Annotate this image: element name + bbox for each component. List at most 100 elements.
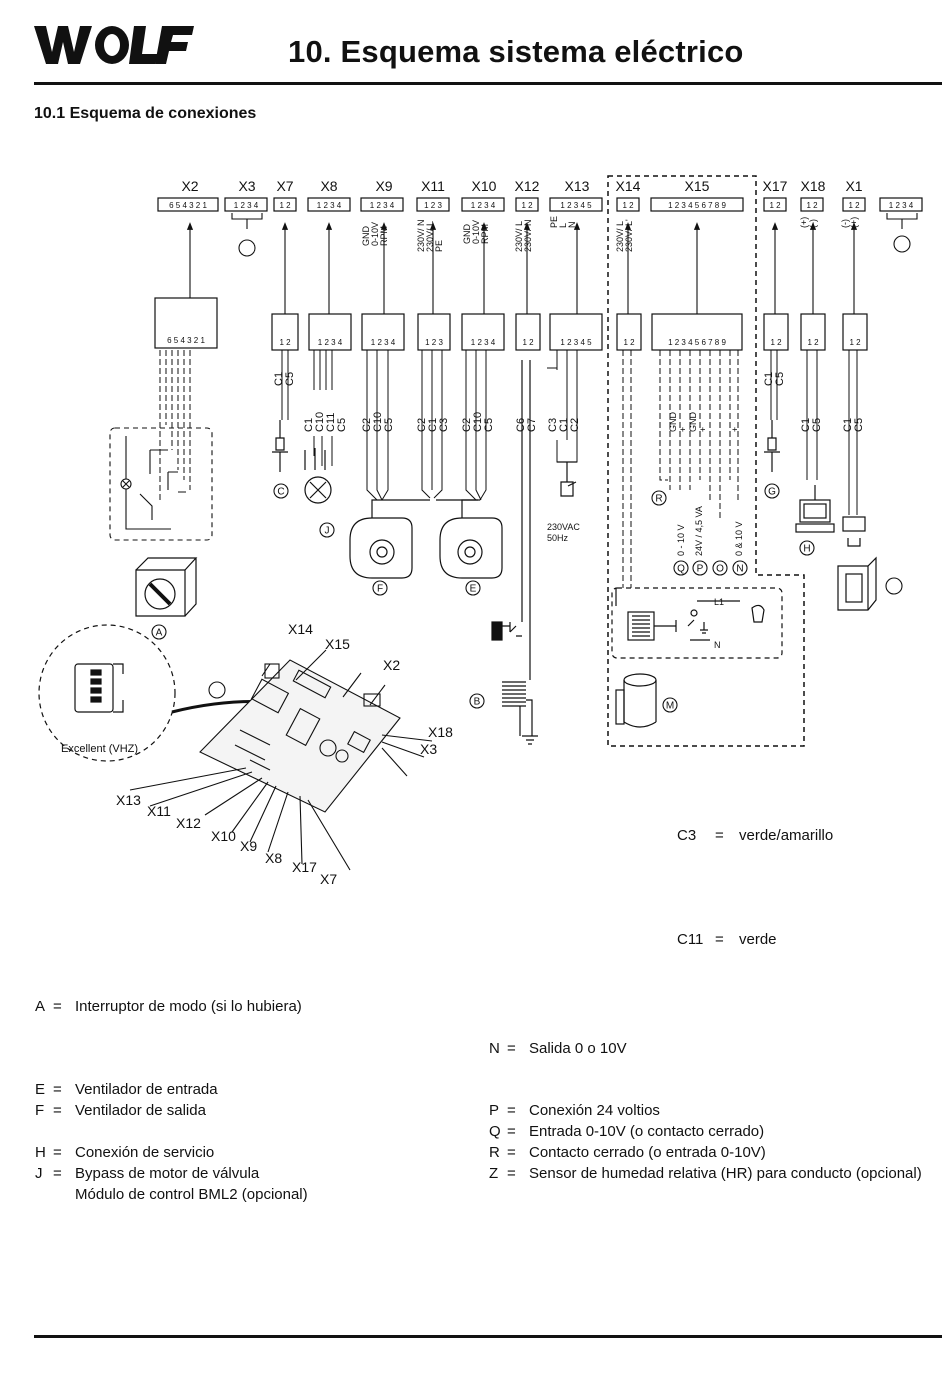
wire-x8-2: C11 (325, 413, 337, 432)
wire-bundle-11 (659, 350, 739, 520)
wire-x11-1: C1 (427, 418, 439, 432)
x15-label-0: GND (668, 412, 678, 433)
board-label-x8: X8 (265, 850, 282, 866)
plug-x14 (616, 313, 642, 351)
mains-plug (557, 461, 577, 497)
board-label-x15: X15 (325, 636, 350, 652)
connector-header-x8 (307, 197, 351, 212)
wire-x12-1: C7 (526, 418, 538, 432)
signal-x14-0: 230V/ L (615, 221, 625, 252)
signal-x13-2: N (567, 222, 577, 229)
connector-label-x8: X8 (320, 178, 337, 194)
plug-x11 (417, 313, 451, 351)
legend-right-2: P=Conexión 24 voltios Q=Entrada 0-10V (o… (489, 1100, 922, 1184)
connector-pins-x12: 1 2 (521, 201, 533, 210)
mode-switch-box (109, 427, 213, 541)
marker-q: Q (677, 564, 685, 575)
plug-x17 (763, 313, 789, 351)
signal-x9-1: 0-10V (370, 222, 380, 246)
connector-header-x18 (800, 197, 824, 212)
signal-x11-0: 230V/ N (416, 219, 426, 252)
marker-h: H (803, 544, 810, 555)
section-subtitle: 10.1 Esquema de conexiones (34, 105, 257, 122)
marker-circle-q (673, 560, 689, 576)
excellent-label: Excellent (VHZ) (61, 743, 138, 755)
board-label-x10: X10 (211, 828, 236, 844)
legend-left-3: H=Conexión de servicio J=Bypass de motor… (35, 1142, 308, 1205)
marker-circle-n (732, 560, 748, 576)
z-circle (893, 235, 911, 253)
marker-circle-g (764, 483, 780, 499)
plug-x8 (308, 313, 352, 351)
wire-bundle-3 (366, 350, 389, 501)
marker-circle-e (465, 580, 481, 596)
plug-x9 (361, 313, 405, 351)
connector-header-x11 (416, 197, 450, 212)
plug-pins-x13: 1 2 3 4 5 (560, 338, 592, 347)
marker-a: A (156, 628, 163, 639)
signal-x10-0: GND (462, 224, 472, 245)
marker-circle-o (712, 560, 728, 576)
marker-circle-j (319, 522, 335, 538)
marker-circle-r (651, 490, 667, 506)
footer-rule (34, 1335, 942, 1338)
signal-x11-2: PE (434, 240, 444, 252)
z-bracket (886, 213, 918, 229)
signal-x9-0: GND (361, 226, 371, 247)
connector-pins-x1: 1 2 (848, 201, 860, 210)
connector-label-x3: X3 (238, 178, 255, 194)
connector-pins-x7: 1 2 (279, 201, 291, 210)
option-module-outline (607, 175, 805, 747)
board-label-x9: X9 (240, 838, 257, 854)
wire-x9-2: C5 (383, 418, 395, 432)
connector-pins-x8: 1 2 3 4 (317, 201, 342, 210)
wire-x1-1: C5 (853, 418, 865, 432)
connector-pins-x14: 1 2 (622, 201, 634, 210)
connector-pins-z: 1 2 3 4 (889, 201, 914, 210)
wire-x9-1: C10 (372, 412, 384, 432)
connector-header-x12 (515, 197, 539, 212)
header-rule (34, 82, 942, 85)
plug-pins-x14: 1 2 (623, 338, 635, 347)
legend-item-h: H=Conexión de servicio (35, 1144, 215, 1161)
marker-g: G (768, 487, 776, 498)
connector-header-x9 (360, 197, 404, 212)
connector-label-x11: X11 (421, 178, 445, 194)
connector-header-x7 (273, 197, 297, 212)
signal-x10-2: RPM (480, 224, 490, 244)
legend-item-p: P=Conexión 24 voltios (489, 1102, 660, 1119)
x15-value-2: 0 & 10 V (734, 521, 744, 556)
plug-pins-x15: 1 2 3 4 5 6 7 8 9 (668, 338, 726, 347)
signal-x1-0: (-) (840, 219, 850, 228)
legend-left-2: E=Ventilador de entrada F=Ventilador de … (35, 1079, 218, 1121)
signal-x13-0: PE (549, 216, 559, 228)
connector-header-x1 (842, 197, 866, 212)
connector-label-x9: X9 (375, 178, 392, 194)
marker-o: O (716, 564, 724, 575)
marker-m: M (666, 701, 674, 712)
x15-label-4: + (730, 427, 740, 432)
wire-bundle-4 (421, 350, 443, 499)
wire-x8-1: C10 (314, 412, 326, 432)
control-board (129, 649, 433, 871)
legend-item-f: F=Ventilador de salida (35, 1102, 206, 1119)
plug-x13 (549, 313, 603, 351)
color-note-c3: C3=verde/amarillo (677, 827, 834, 844)
wire-x17-0: C1 (763, 372, 775, 386)
legend-item-e: E=Ventilador de entrada (35, 1081, 218, 1098)
legend-item-j: J=Bypass de motor de válvula (35, 1165, 260, 1182)
plug-pins-x7: 1 2 (279, 338, 291, 347)
connector-pins-x2: 6 5 4 3 2 1 (169, 201, 207, 210)
fans (349, 499, 503, 579)
temp-sensor-c (272, 420, 780, 472)
wire-bundle-6 (547, 350, 578, 463)
connector-pins-x11: 1 2 3 (424, 201, 442, 210)
connector-pins-x10: 1 2 3 4 (471, 201, 496, 210)
service-pc (795, 485, 835, 533)
connector-pins-x15: 1 2 3 4 5 6 7 8 9 (668, 201, 726, 210)
connector-label-x1: X1 (845, 178, 862, 194)
plug-pins-x17: 1 2 (770, 338, 782, 347)
legend-item-r: R=Contacto cerrado (o entrada 0-10V) (489, 1144, 766, 1161)
plug-pins-x9: 1 2 3 4 (371, 338, 396, 347)
x3-circle (238, 239, 256, 257)
